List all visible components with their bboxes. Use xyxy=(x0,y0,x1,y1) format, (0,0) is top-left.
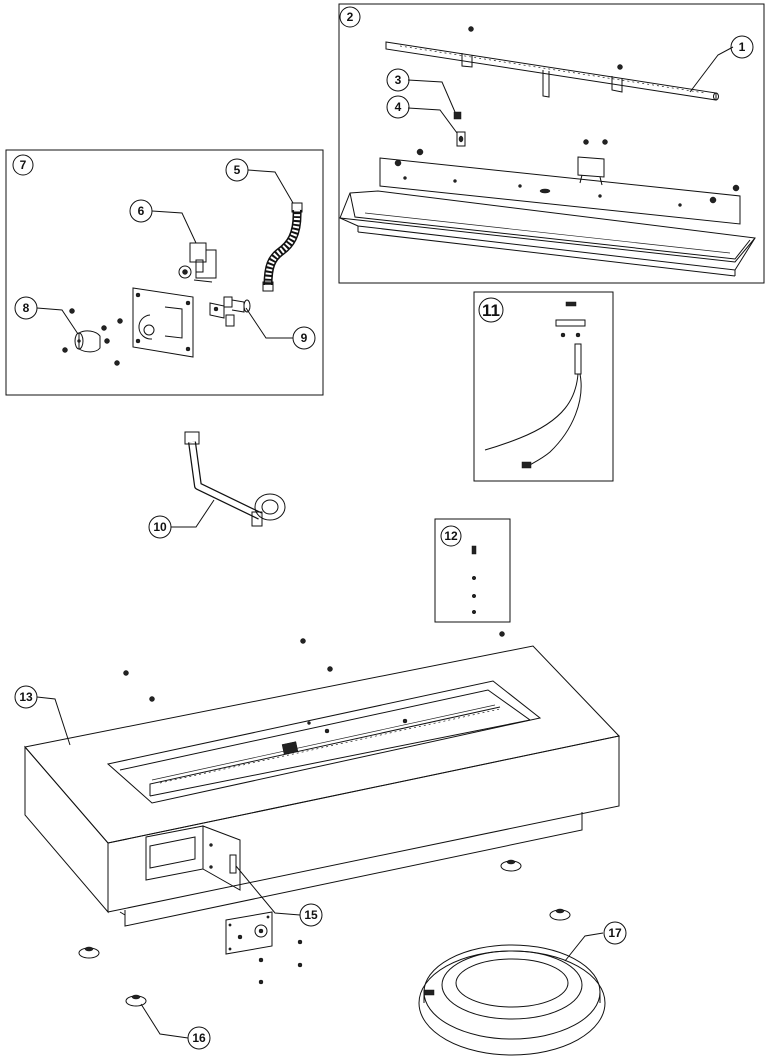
part-6-valve xyxy=(178,242,217,283)
thermocouple-bracket xyxy=(555,319,586,327)
table-leaders xyxy=(36,696,604,1039)
access-door-opening xyxy=(145,825,204,881)
control-backing-plate xyxy=(132,287,194,358)
callout-2-label: 2 xyxy=(347,10,354,24)
callout-1-label: 1 xyxy=(739,40,746,54)
foot xyxy=(549,908,571,921)
table-screws xyxy=(123,631,505,985)
callout-8: 8 xyxy=(14,296,38,320)
callout-10: 10 xyxy=(148,515,172,539)
control-panel-plate xyxy=(225,911,273,955)
thermocouple-wire xyxy=(484,343,582,469)
callout-11: 11 xyxy=(478,297,504,323)
thermocouple-screw xyxy=(565,301,577,307)
foot xyxy=(78,946,100,959)
part-5-flex-hose xyxy=(262,202,303,292)
fire-table-body xyxy=(24,645,620,955)
callout-9: 9 xyxy=(292,326,316,350)
callout-12: 12 xyxy=(440,525,462,547)
burner-pan xyxy=(339,190,756,277)
callout-10-label: 10 xyxy=(153,520,167,534)
callout-16-label: 16 xyxy=(192,1031,206,1045)
foot xyxy=(500,859,522,872)
callout-11-label: 11 xyxy=(482,301,500,320)
callout-5: 5 xyxy=(225,158,249,182)
callout-2: 2 xyxy=(339,6,361,28)
burner-leaders xyxy=(407,46,734,134)
callout-17-label: 17 xyxy=(608,926,622,940)
callout-8-label: 8 xyxy=(23,301,30,315)
callout-15-label: 15 xyxy=(304,908,318,922)
callout-12-label: 12 xyxy=(444,529,458,543)
callout-4-label: 4 xyxy=(395,100,402,114)
callout-1: 1 xyxy=(730,35,754,59)
table-burner-recess xyxy=(106,680,542,804)
callout-13-label: 13 xyxy=(19,690,33,704)
control-screws xyxy=(62,308,123,366)
panel-control-assembly xyxy=(5,149,324,396)
part-15-access-door xyxy=(202,825,241,891)
panel-burner-assembly xyxy=(338,3,765,284)
foot xyxy=(125,994,147,1007)
part-16-feet xyxy=(78,859,571,1007)
hardware-items xyxy=(471,545,477,615)
panel-thermocouple xyxy=(473,291,614,482)
callout-6-label: 6 xyxy=(138,204,145,218)
callout-3-label: 3 xyxy=(395,73,402,87)
panel-hardware xyxy=(434,518,511,623)
burner-tube xyxy=(385,41,719,101)
part-9-fitting xyxy=(209,296,251,327)
mounting-plate xyxy=(379,156,741,225)
callout-4: 4 xyxy=(386,95,410,119)
part-4-orifice xyxy=(456,131,466,147)
callout-17: 17 xyxy=(603,921,627,945)
part-8-knob xyxy=(74,330,101,353)
part-17-ring xyxy=(418,944,606,1056)
burner-screws xyxy=(394,26,740,204)
control-leaders xyxy=(36,169,294,339)
callout-3: 3 xyxy=(386,68,410,92)
callout-9-label: 9 xyxy=(301,331,308,345)
callout-5-label: 5 xyxy=(234,163,241,177)
callout-6: 6 xyxy=(129,199,153,223)
callout-7: 7 xyxy=(12,154,34,176)
part-10-gas-line xyxy=(171,431,286,528)
callout-13: 13 xyxy=(14,685,38,709)
callout-15: 15 xyxy=(299,903,323,927)
callout-16: 16 xyxy=(187,1026,211,1050)
part-3-nut xyxy=(453,111,462,120)
callout-7-label: 7 xyxy=(20,158,27,172)
